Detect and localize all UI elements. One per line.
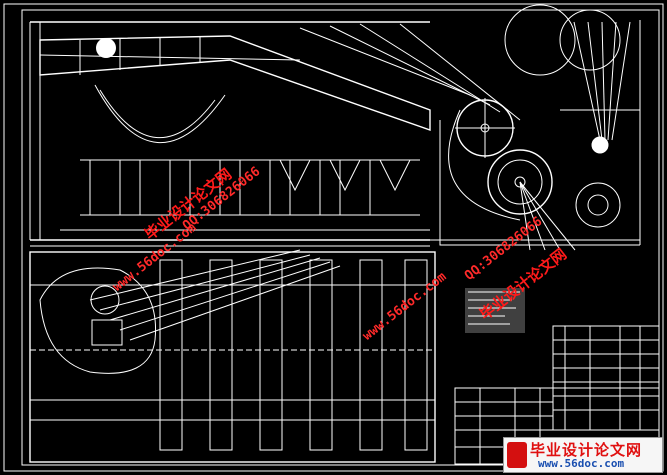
footer-logo: 毕业设计论文网 www.56doc.com bbox=[503, 437, 663, 473]
elevation-view bbox=[29, 21, 521, 247]
footer-logo-url: www.56doc.com bbox=[538, 457, 625, 470]
logo-badge-icon bbox=[507, 442, 527, 468]
footer-logo-title: 毕业设计论文网 bbox=[530, 441, 643, 459]
inner-border bbox=[21, 9, 660, 466]
parts-list-table bbox=[552, 325, 660, 431]
outer-border bbox=[3, 3, 664, 472]
plan-view bbox=[29, 249, 436, 463]
side-view bbox=[430, 4, 641, 251]
technical-notes-block bbox=[465, 288, 525, 333]
